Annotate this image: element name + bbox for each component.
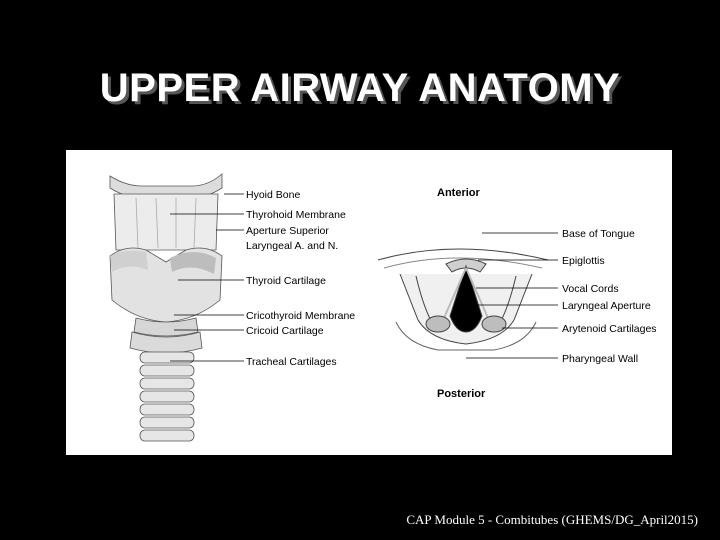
- laryngoscopic-view: [377, 248, 549, 351]
- footer-credit: CAP Module 5 - Combitubes (GHEMS/DG_Apri…: [406, 512, 698, 527]
- cricothyroid-membrane-shape: [133, 317, 199, 337]
- arytenoid-right-shape: [481, 315, 507, 333]
- cricoid-cartilage-shape: [129, 331, 203, 354]
- label-cricothyroid-membrane: Cricothyroid Membrane: [246, 310, 355, 322]
- larynx-illustration: [109, 173, 223, 442]
- pharyngeal-wall-shape: [395, 321, 537, 351]
- thyrohyoid-membrane-shape: [113, 193, 219, 251]
- right-leader-lines: [466, 232, 558, 359]
- label-thyroid-cartilage: Thyroid Cartilage: [246, 275, 326, 287]
- label-posterior: Posterior: [437, 388, 486, 400]
- tracheal-rings: [139, 351, 195, 442]
- base-of-tongue-shape: [377, 248, 549, 261]
- label-laryngeal-aperture: Laryngeal Aperture: [562, 300, 651, 312]
- label-epiglottis: Epiglottis: [562, 255, 605, 267]
- anatomy-figure: Hyoid Bone Thyrohoid Membrane Aperture S…: [66, 150, 672, 455]
- label-tracheal-cartilages: Tracheal Cartilages: [246, 356, 337, 368]
- label-cricoid-cartilage: Cricoid Cartilage: [246, 325, 324, 337]
- label-arytenoid-cartilages: Arytenoid Cartilages: [562, 323, 657, 335]
- slide-title: UPPER AIRWAY ANATOMY: [99, 66, 621, 110]
- laryngeal-aperture-shape: [449, 264, 483, 333]
- label-pharyngeal-wall: Pharyngeal Wall: [562, 353, 638, 365]
- label-anterior: Anterior: [437, 187, 481, 199]
- arytenoid-left-shape: [425, 315, 451, 333]
- label-aperture-superior: Aperture Superior: [246, 225, 329, 237]
- label-vocal-cords: Vocal Cords: [562, 283, 619, 295]
- label-thyrohoid-membrane: Thyrohoid Membrane: [246, 209, 346, 221]
- label-base-of-tongue: Base of Tongue: [562, 228, 635, 240]
- label-hyoid-bone: Hyoid Bone: [246, 189, 300, 201]
- anatomy-illustration: Hyoid Bone Thyrohoid Membrane Aperture S…: [109, 173, 657, 442]
- label-laryngeal-a-n: Laryngeal A. and N.: [246, 240, 338, 252]
- left-leader-lines: [170, 193, 244, 362]
